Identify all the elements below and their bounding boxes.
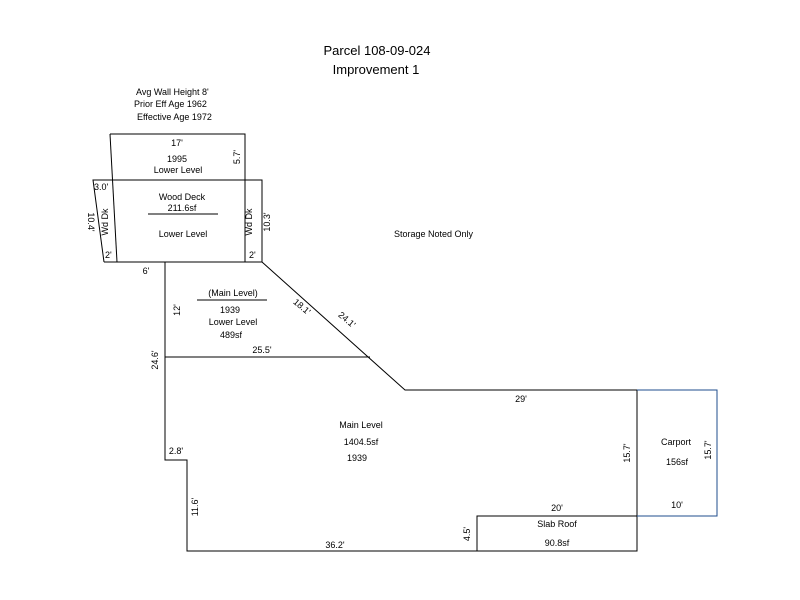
carport-dim-right: 15.7' [703,440,713,460]
slab-area: 90.8sf [545,538,570,548]
deck-wd-right: Wd Dk [244,208,254,236]
slab-roof-outline [476,515,637,551]
effective-age-note: Effective Age 1972 [137,112,212,122]
deck-dim-br: 2' [249,250,256,260]
main-level: Main Level [339,420,383,430]
title-parcel: Parcel 108-09-024 [324,43,431,58]
upper-level: Lower Level [154,165,203,175]
main-year: 1939 [347,453,367,463]
deck-dim-left: 10.4' [86,212,96,232]
prior-eff-age-note: Prior Eff Age 1962 [134,99,207,109]
main-dim-bottom: 36.2' [325,540,345,550]
lower-dim-diag1: 18.1' [291,297,312,317]
deck-area: 211.6sf [168,203,197,213]
main-dim-top: 29' [515,394,527,404]
wall-height-note: Avg Wall Height 8' [136,87,209,97]
lower-year: 1939 [220,305,240,315]
deck-dim-right: 10.3' [262,212,272,232]
deck-name: Wood Deck [159,192,206,202]
deck-dim-left-top: 3.0' [94,182,109,192]
deck-dim-bottom: 6' [143,266,150,276]
lower-area: 489sf [220,330,243,340]
lower-dim-bottom: 25.5' [252,345,272,355]
carport-area: 156sf [666,457,689,467]
deck-wd-left: Wd Dk [100,208,110,236]
carport-name: Carport [661,437,692,447]
main-area: 1404.5sf [344,437,379,447]
upper-box-left-edge [109,133,118,263]
main-dim-left2: 11.6' [190,497,200,516]
lower-label: (Main Level) [208,288,258,298]
lower-dim-left: 12' [172,304,182,316]
upper-year: 1995 [167,154,187,164]
main-dim-left: 24.6' [150,350,160,370]
carport-outline [637,389,718,517]
main-dim-jog: 2.8' [169,446,184,456]
lower-dim-diag2: 24.1' [336,310,357,330]
carport-dim-bottom: 10' [671,500,683,510]
deck-outline [92,179,263,263]
main-outline [164,261,638,552]
lower-level: Lower Level [209,317,258,327]
upper-box-outline [110,133,246,262]
upper-dim-right: 5.7' [232,150,242,165]
main-dim-right: 15.7' [622,443,632,463]
title-improvement: Improvement 1 [333,62,420,77]
slab-dim-top: 20' [551,503,563,513]
deck-dim-bl: 2' [105,250,112,260]
slab-dim-left: 4.5' [462,527,472,542]
storage-note: Storage Noted Only [394,229,474,239]
upper-dim-top: 17' [171,138,183,148]
deck-level: Lower Level [159,229,208,239]
slab-name: Slab Roof [537,519,577,529]
